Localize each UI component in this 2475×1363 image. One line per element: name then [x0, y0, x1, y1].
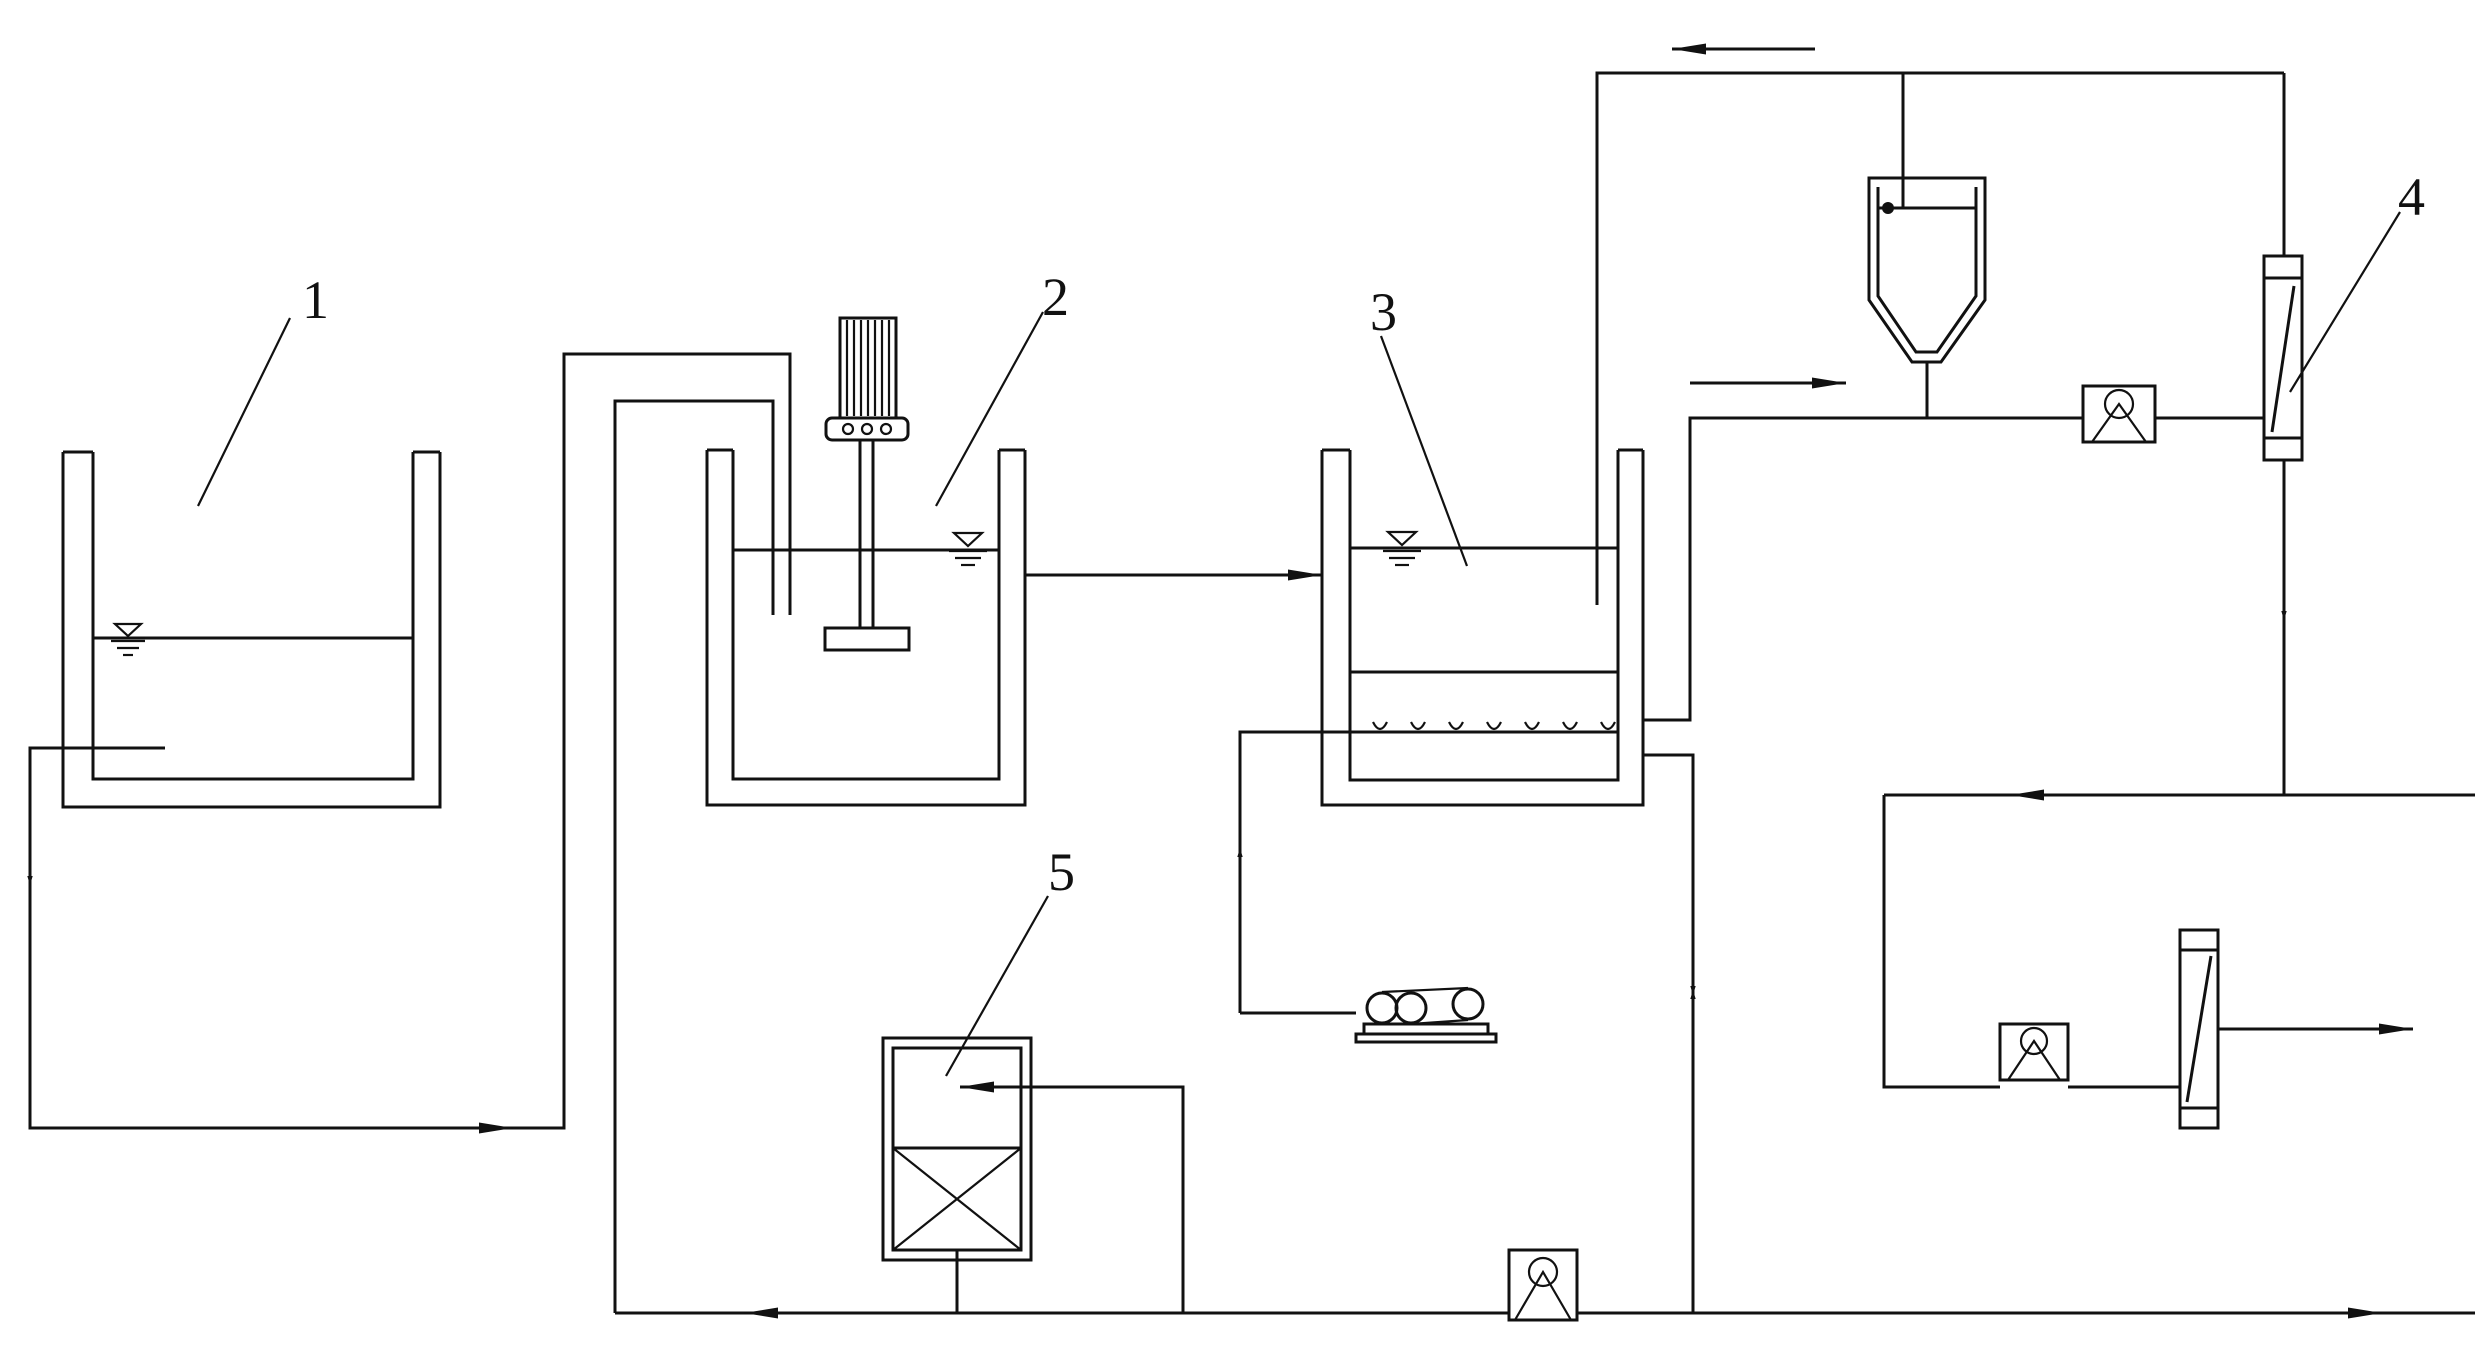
pump-icon-lower-right: [1998, 1022, 2070, 1082]
pump-icon-bottom: [1507, 1248, 1579, 1322]
leader-line-2: [935, 311, 1044, 507]
label-1: 1: [302, 270, 329, 330]
water-level-icon: [1383, 530, 1421, 567]
label-2: 2: [1042, 267, 1069, 327]
stirrer-motor-icon: [823, 316, 911, 652]
water-level-icon: [949, 531, 987, 567]
blower-icon: [1354, 986, 1498, 1044]
pipe-network: [27, 43, 2475, 1319]
unit-5: [881, 895, 1049, 1262]
leader-line-3: [1379, 335, 1469, 567]
label-5: 5: [1048, 842, 1075, 902]
leader-line-5: [945, 895, 1049, 1077]
tank-3: [1320, 335, 1645, 807]
tank-2: [705, 311, 1044, 807]
filter-lower: [2178, 928, 2220, 1130]
leader-line-4: [2289, 211, 2401, 393]
label-4: 4: [2398, 167, 2425, 227]
settling-cone: [1867, 176, 1987, 364]
tank-1: [61, 317, 442, 809]
label-3: 3: [1370, 282, 1397, 342]
water-level-icon: [111, 622, 145, 657]
aerator-diffuser-icon: [1350, 721, 1618, 734]
pump-icon-upper: [2081, 384, 2157, 444]
leader-line-1: [197, 317, 291, 507]
